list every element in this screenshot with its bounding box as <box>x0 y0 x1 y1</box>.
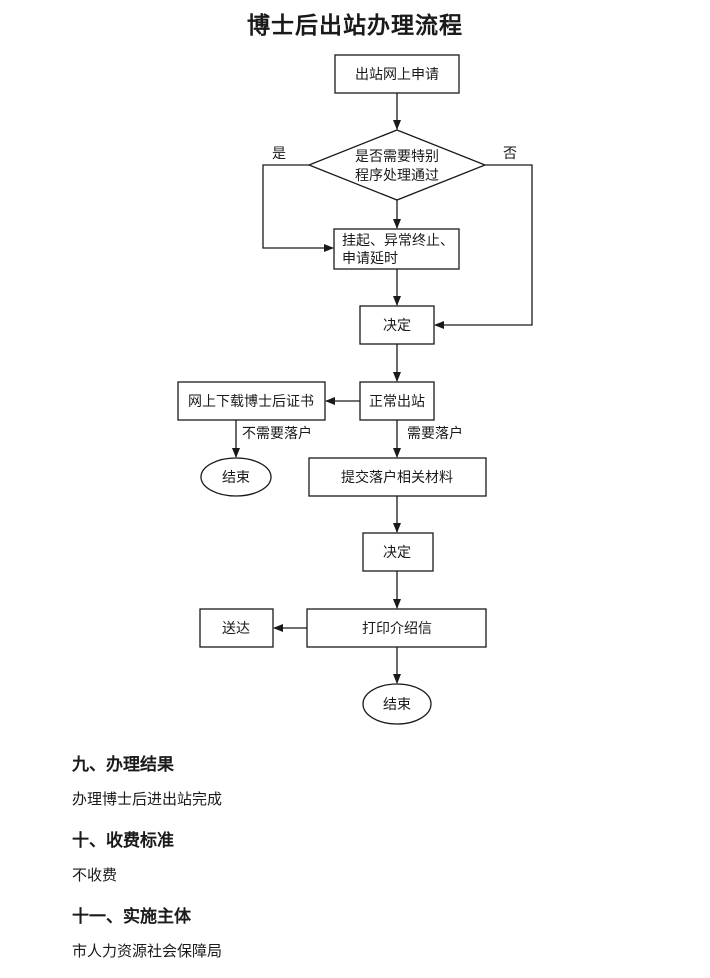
apply-label: 出站网上申请 <box>355 67 439 83</box>
end-node-1 <box>200 457 272 497</box>
section-heading-result: 九、办理结果 <box>72 755 174 775</box>
section-body-fee: 不收费 <box>72 866 118 884</box>
page-title: 博士后出站办理流程 <box>247 13 463 39</box>
deliver-box <box>199 608 274 648</box>
submit-materials-box <box>308 457 487 497</box>
decision-label-line2: 程序处理通过 <box>355 168 439 184</box>
section-body-result: 办理博士后进出站完成 <box>72 790 223 808</box>
suspend-label-line1: 挂起、异常终止、 <box>342 233 454 249</box>
decide-box-2 <box>362 532 434 572</box>
arrow-yes-branch <box>262 164 334 252</box>
yes-label: 是 <box>272 146 286 162</box>
end-label-2: 结束 <box>383 697 411 713</box>
apply-box <box>334 54 460 94</box>
submit-materials-label: 提交落户相关材料 <box>341 469 453 486</box>
section-heading-fee: 十、收费标准 <box>72 831 174 851</box>
deliver-label: 送达 <box>222 621 250 637</box>
decide-box-1 <box>359 305 435 345</box>
decide-label-1: 决定 <box>383 318 411 334</box>
normal-exit-label: 正常出站 <box>369 394 425 410</box>
end-label-1: 结束 <box>222 470 250 486</box>
print-letter-label: 打印介绍信 <box>362 620 432 637</box>
suspend-box <box>333 228 460 270</box>
decision-label-line1: 是否需要特别 <box>355 149 439 165</box>
section-body-authority: 市人力资源社会保障局 <box>72 942 223 960</box>
arrow-no-branch <box>434 164 533 329</box>
decide-label-2: 决定 <box>383 545 411 561</box>
no-settle-label: 不需要落户 <box>242 425 312 442</box>
end-node-2 <box>362 683 432 725</box>
section-heading-authority: 十一、实施主体 <box>72 907 191 927</box>
flowchart: 出站网上申请 是否需要特别 程序处理通过 是 否 挂起、异常终止、 申请延时 决… <box>177 54 533 725</box>
decision-diamond <box>307 129 487 201</box>
download-cert-label: 网上下载博士后证书 <box>188 393 314 410</box>
download-cert-box <box>177 381 326 421</box>
no-label: 否 <box>503 146 517 162</box>
suspend-label-line2: 申请延时 <box>342 251 398 267</box>
print-letter-box <box>306 608 487 648</box>
need-settle-label: 需要落户 <box>407 425 463 442</box>
